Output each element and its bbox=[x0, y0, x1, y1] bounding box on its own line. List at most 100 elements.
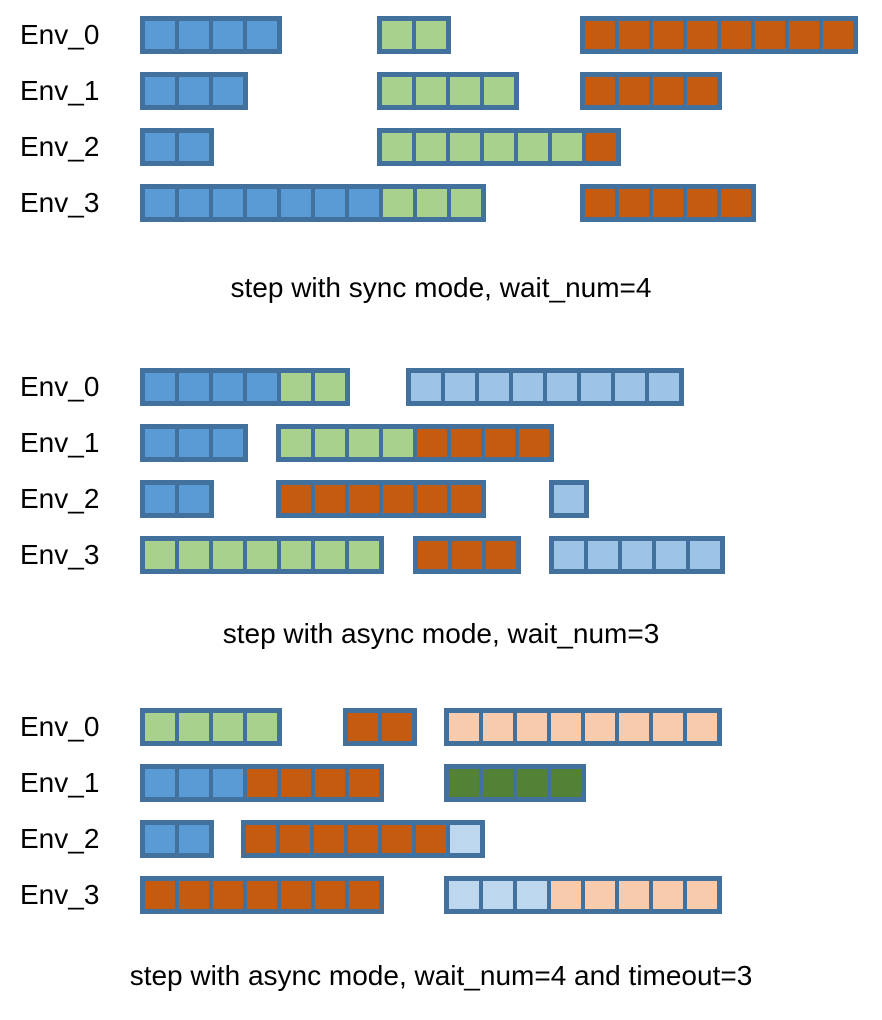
step-cell-orange bbox=[687, 21, 717, 49]
step-cell-orange bbox=[281, 485, 311, 513]
step-cell-green bbox=[416, 133, 446, 161]
step-bar bbox=[140, 16, 282, 54]
step-cell-blue bbox=[213, 77, 243, 105]
step-cell-blue bbox=[179, 21, 209, 49]
step-cell-blue bbox=[213, 21, 243, 49]
panel-caption: step with sync mode, wait_num=4 bbox=[230, 272, 652, 303]
step-cell-pale-blue bbox=[450, 825, 480, 853]
step-cell-blue bbox=[145, 485, 175, 513]
step-cell-pale-blue bbox=[449, 881, 479, 909]
step-cell-green bbox=[382, 77, 412, 105]
step-cell-light-blue bbox=[622, 541, 652, 569]
env-label: Env_1 bbox=[20, 75, 100, 106]
step-cell-blue bbox=[145, 189, 175, 217]
step-cell-orange bbox=[349, 769, 379, 797]
step-cell-blue bbox=[179, 373, 209, 401]
step-cell-blue bbox=[179, 133, 209, 161]
step-cell-green bbox=[518, 133, 548, 161]
env-label: Env_2 bbox=[20, 483, 100, 514]
step-cell-light-blue bbox=[411, 373, 441, 401]
step-cell-peach bbox=[551, 713, 581, 741]
env-label: Env_0 bbox=[20, 711, 100, 742]
step-cell-green bbox=[315, 541, 345, 569]
step-cell-green bbox=[179, 541, 209, 569]
step-cell-orange bbox=[619, 77, 649, 105]
step-bar bbox=[140, 876, 384, 914]
step-bar bbox=[549, 480, 589, 518]
step-cell-dark-green bbox=[449, 769, 479, 797]
step-bar bbox=[140, 368, 350, 406]
step-cell-blue bbox=[179, 189, 209, 217]
step-cell-orange bbox=[179, 881, 209, 909]
env-label: Env_0 bbox=[20, 19, 100, 50]
step-cell-blue bbox=[179, 485, 209, 513]
step-cell-green bbox=[416, 21, 446, 49]
step-cell-pale-blue bbox=[483, 881, 513, 909]
step-cell-peach bbox=[585, 881, 615, 909]
step-cell-orange bbox=[349, 881, 379, 909]
step-cell-green bbox=[450, 77, 480, 105]
env-label: Env_2 bbox=[20, 823, 100, 854]
step-cell-orange bbox=[619, 21, 649, 49]
step-cell-orange bbox=[418, 541, 448, 569]
step-cell-orange bbox=[383, 485, 413, 513]
step-cell-green bbox=[281, 429, 311, 457]
step-cell-light-blue bbox=[547, 373, 577, 401]
step-cell-light-blue bbox=[479, 373, 509, 401]
step-cell-peach bbox=[687, 881, 717, 909]
step-cell-orange bbox=[247, 881, 277, 909]
step-cell-orange bbox=[315, 769, 345, 797]
step-cell-blue bbox=[179, 429, 209, 457]
step-cell-peach bbox=[653, 713, 683, 741]
step-cell-orange bbox=[585, 21, 615, 49]
step-cell-peach bbox=[551, 881, 581, 909]
panel-caption: step with async mode, wait_num=3 bbox=[222, 618, 660, 649]
step-bar bbox=[406, 368, 684, 406]
step-cell-orange bbox=[586, 133, 616, 161]
step-cell-green bbox=[382, 133, 412, 161]
step-cell-green bbox=[450, 133, 480, 161]
step-cell-light-blue bbox=[445, 373, 475, 401]
step-cell-orange bbox=[653, 21, 683, 49]
step-bar bbox=[140, 536, 384, 574]
step-cell-light-blue bbox=[554, 541, 584, 569]
step-bar bbox=[140, 424, 248, 462]
step-cell-orange bbox=[348, 713, 378, 741]
step-cell-green bbox=[451, 189, 481, 217]
step-bar bbox=[444, 708, 722, 746]
step-bar bbox=[444, 764, 586, 802]
step-cell-light-blue bbox=[656, 541, 686, 569]
step-cell-orange bbox=[451, 429, 481, 457]
env-label: Env_0 bbox=[20, 371, 100, 402]
step-cell-green bbox=[247, 541, 277, 569]
step-cell-green bbox=[484, 77, 514, 105]
step-cell-orange bbox=[349, 485, 379, 513]
step-cell-green bbox=[417, 189, 447, 217]
step-cell-blue bbox=[281, 189, 311, 217]
step-cell-peach bbox=[517, 713, 547, 741]
step-cell-orange bbox=[315, 485, 345, 513]
step-cell-green bbox=[247, 713, 277, 741]
step-cell-green bbox=[179, 713, 209, 741]
step-bar bbox=[377, 72, 519, 110]
step-cell-orange bbox=[486, 541, 516, 569]
step-cell-blue bbox=[145, 77, 175, 105]
step-cell-blue bbox=[213, 373, 243, 401]
step-cell-orange bbox=[417, 429, 447, 457]
step-bar bbox=[276, 480, 486, 518]
step-cell-peach bbox=[619, 713, 649, 741]
step-cell-blue bbox=[213, 429, 243, 457]
step-cell-pale-blue bbox=[517, 881, 547, 909]
env-label: Env_3 bbox=[20, 187, 100, 218]
step-cell-orange bbox=[721, 189, 751, 217]
step-cell-orange bbox=[382, 713, 412, 741]
step-cell-orange bbox=[348, 825, 378, 853]
step-cell-peach bbox=[483, 713, 513, 741]
step-cell-blue bbox=[247, 373, 277, 401]
step-cell-green bbox=[416, 77, 446, 105]
step-cell-blue bbox=[145, 769, 175, 797]
panel-caption: step with async mode, wait_num=4 and tim… bbox=[129, 960, 753, 991]
step-cell-blue bbox=[145, 429, 175, 457]
step-cell-orange bbox=[416, 825, 446, 853]
